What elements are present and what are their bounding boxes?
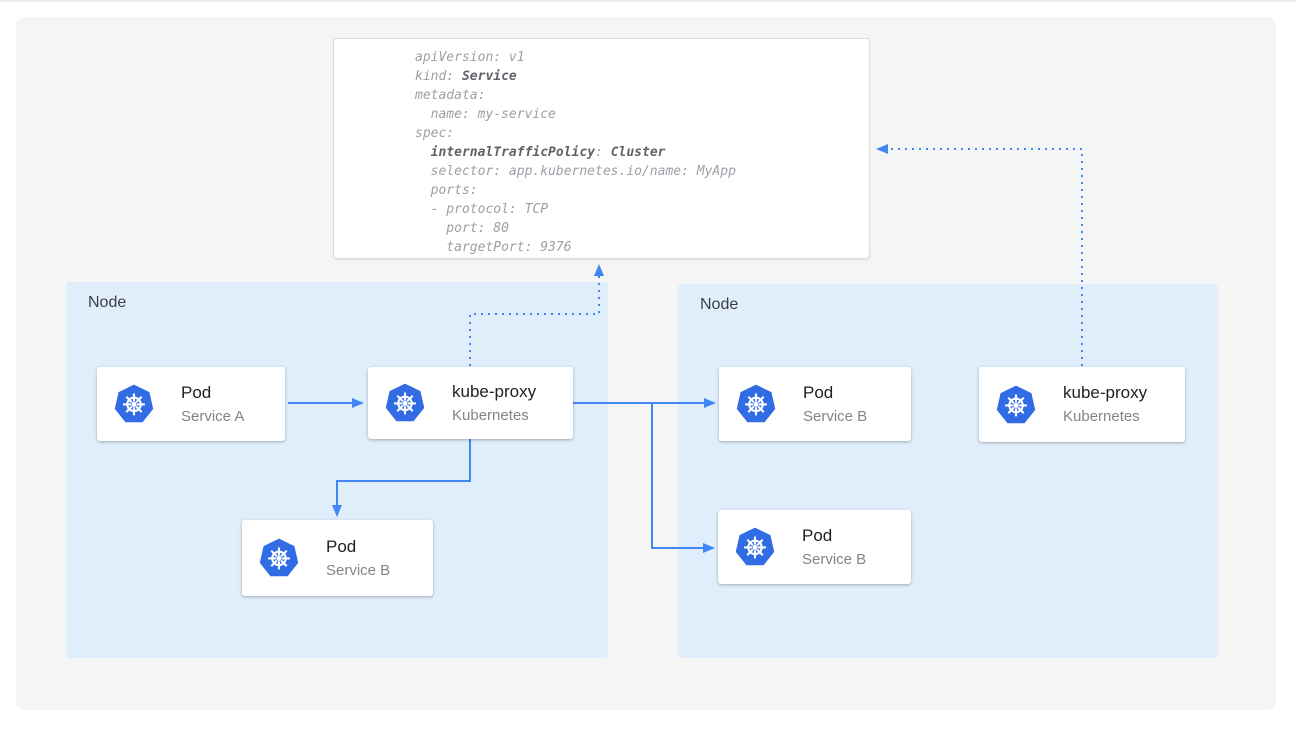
yaml-line: selector: app.kubernetes.io/name: MyApp	[415, 164, 736, 179]
yaml-code: apiVersion: v1 kind: Service metadata: nam…	[415, 48, 869, 257]
card-text: Pod Service A	[181, 381, 244, 428]
yaml-line: spec:	[415, 126, 455, 141]
pod-service-b-left-card: Pod Service B	[242, 520, 433, 596]
yaml-line: ports:	[415, 183, 478, 198]
card-subtitle: Kubernetes	[452, 406, 529, 424]
service-yaml-panel: apiVersion: v1 kind: Service metadata: nam…	[333, 38, 870, 259]
card-subtitle: Service B	[326, 561, 391, 579]
pod-service-b-right-bottom-card: Pod Service B	[718, 510, 911, 584]
card-subtitle: Service B	[802, 550, 867, 568]
card-title: kube-proxy	[452, 381, 537, 401]
yaml-line: internalTrafficPolicy: Cluster	[430, 145, 666, 160]
card-title: kube-proxy	[1063, 383, 1148, 402]
yaml-line: apiVersion: v1	[415, 50, 525, 65]
card-subtitle: Kubernetes	[1063, 408, 1140, 425]
card-title: Pod	[326, 536, 357, 556]
card-text: Pod Service B	[326, 535, 390, 582]
card-text: Pod Service B	[802, 524, 866, 571]
top-divider	[0, 0, 1296, 2]
card-title: Pod	[802, 525, 833, 545]
pod-service-a-card: Pod Service A	[97, 367, 285, 441]
card-text: kube-proxy Kubernetes	[1063, 381, 1147, 428]
card-title: Pod	[803, 382, 834, 402]
card-subtitle: Service A	[181, 407, 245, 425]
kube-proxy-right-card: kube-proxy Kubernetes	[979, 367, 1185, 442]
yaml-line: name: my-service	[415, 107, 556, 122]
node-label: Node	[88, 294, 127, 311]
pod-service-b-right-top-card: Pod Service B	[719, 367, 911, 441]
kube-proxy-left-card: kube-proxy Kubernetes	[368, 367, 573, 439]
yaml-line: port: 80	[415, 221, 509, 236]
node-label: Node	[700, 296, 739, 313]
yaml-line: metadata:	[415, 88, 486, 103]
yaml-line: kind: Service	[415, 69, 517, 84]
card-text: Pod Service B	[803, 381, 867, 428]
kubernetes-icon	[735, 383, 777, 425]
kubernetes-icon	[734, 526, 776, 568]
yaml-line: targetPort: 9376	[415, 240, 572, 255]
kubernetes-icon	[384, 382, 426, 424]
yaml-line: - protocol: TCP	[415, 202, 549, 217]
kubernetes-icon	[258, 537, 300, 579]
card-subtitle: Service B	[803, 407, 868, 425]
kubernetes-icon	[113, 383, 155, 425]
card-title: Pod	[181, 382, 212, 402]
node-box-left: Node	[66, 282, 608, 658]
kubernetes-icon	[995, 384, 1037, 426]
node-box-right: Node	[678, 284, 1218, 658]
card-text: kube-proxy Kubernetes	[452, 380, 536, 427]
